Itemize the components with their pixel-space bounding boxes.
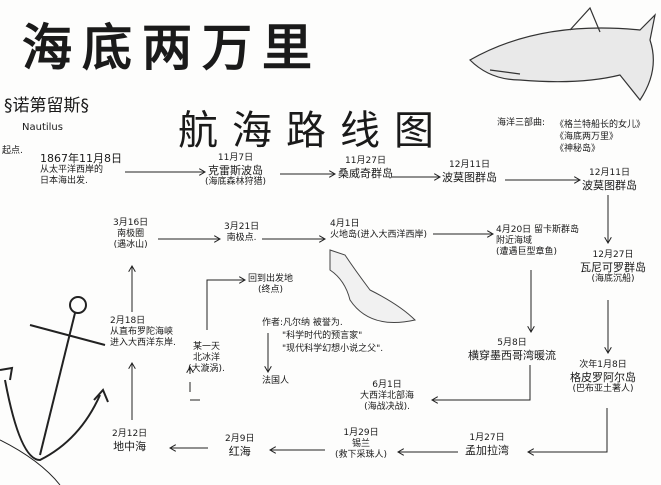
route-node: 3月16日南极圈(遇冰山) — [113, 218, 149, 250]
route-node-end: 回到出发地(终点) — [248, 274, 294, 295]
page-subtitle: 航海路线图 — [178, 108, 448, 154]
route-node: 某一天北冰洋(大漩涡). — [188, 342, 225, 374]
whale-drawing — [329, 249, 416, 323]
shark-drawing — [469, 6, 656, 102]
trilogy-book: 《海底两万里》 — [555, 132, 619, 142]
route-node: 1月29日锡兰(救下采珠人) — [335, 428, 388, 460]
route-node: 11月27日桑威奇群岛 — [338, 156, 393, 180]
route-node: 11月7日克雷斯波岛(海底森林狩猎) — [205, 153, 267, 187]
author-nationality: 法国人 — [262, 376, 290, 386]
ship-name-cn: §诺第留斯§ — [4, 96, 89, 116]
route-node: 12月11日波莫图群岛 — [442, 160, 497, 184]
trilogy-book: 《神秘岛》 — [555, 144, 601, 154]
author-line: 作者:凡尔纳 被誉为. — [262, 318, 343, 328]
route-node: 4月20日 留卡斯群岛附近海域(遭遇巨型章鱼) — [496, 225, 580, 257]
route-node: 12月11日波莫图群岛 — [582, 168, 637, 192]
anchor-drawing — [0, 296, 109, 485]
trilogy-book: 《格兰特船长的女儿》 — [555, 120, 646, 130]
author-line: "科学时代的预言家" — [282, 331, 363, 341]
route-node: 次年1月8日格皮罗阿尔岛(巴布亚土著人) — [570, 360, 636, 394]
route-node: 5月8日横穿墨西哥湾暖流 — [468, 338, 556, 362]
route-node: 2月18日从直布罗陀海峡进入大西洋东岸. — [110, 316, 176, 348]
trilogy-label: 海洋三部曲: — [497, 118, 546, 128]
route-node: 1月27日孟加拉湾 — [465, 433, 509, 457]
route-node: 6月1日大西洋北部海(海战决战). — [360, 380, 415, 412]
route-node: 3月21日南极点. — [224, 222, 260, 243]
route-node: 2月9日红海 — [225, 434, 255, 458]
route-node: 2月12日地中海 — [112, 429, 148, 453]
page-title: 海底两万里 — [22, 18, 322, 77]
route-node: 1867年11月8日从太平洋西岸的日本海出发. — [40, 152, 122, 186]
route-node: 12月27日瓦尼可罗群岛(海底沉船) — [580, 250, 646, 284]
start-label: 起点. — [2, 146, 23, 156]
route-node: 4月1日火地岛(进入大西洋西岸) — [330, 219, 428, 240]
author-line: "现代科学幻想小说之父". — [282, 344, 384, 354]
ship-name-en: Nautilus — [22, 122, 63, 133]
